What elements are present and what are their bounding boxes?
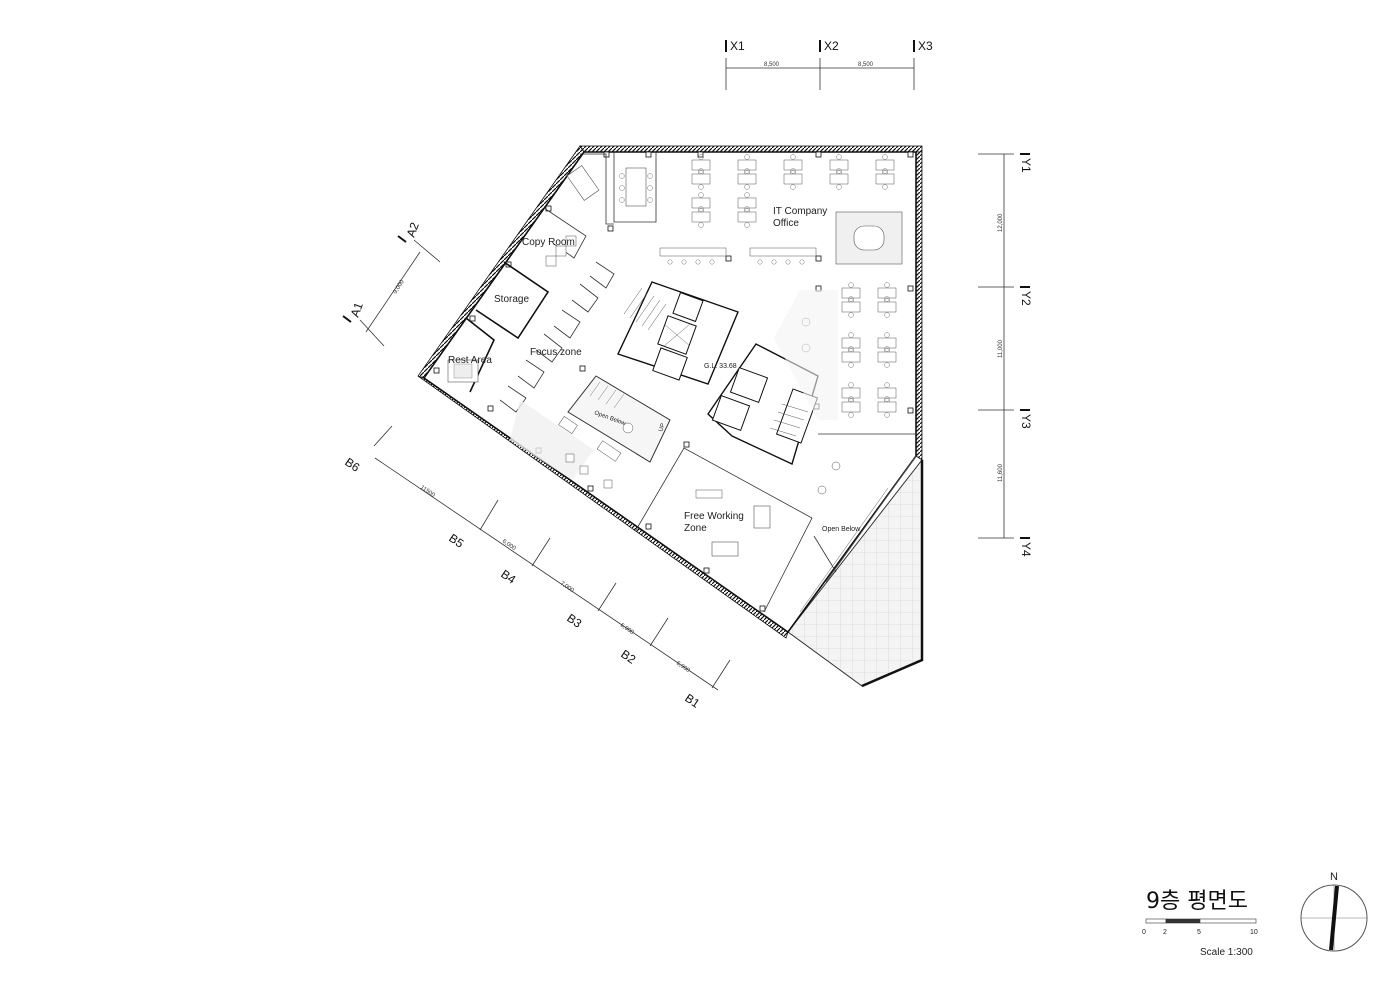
- grid-y1-tag: Y1: [1019, 158, 1033, 173]
- grid-b2-tag: B2: [618, 647, 638, 667]
- grid-b-dim-5: 6,900: [675, 661, 691, 675]
- grid-x: X1 X2 X3 8,500 8,500: [725, 39, 933, 90]
- north-label: N: [1330, 871, 1338, 883]
- core-stairs-elevators: G.L. 33.68: [617, 281, 819, 465]
- grid-x-dim-1: 8,500: [764, 62, 780, 68]
- grid-b-dim-3: 7,000: [559, 581, 575, 595]
- free-working-label-line1: Free Working: [684, 511, 744, 522]
- grid-x3-tag: X3: [918, 39, 933, 53]
- drawing-title: 9층 평면도: [1146, 889, 1248, 914]
- grid-x-dim-2: 8,500: [858, 62, 874, 68]
- grid-b1-tag: B1: [682, 691, 702, 711]
- scale-tick-2: 2: [1163, 929, 1167, 936]
- grid-b3-tag: B3: [564, 611, 584, 631]
- grid-x1-tag: X1: [730, 39, 745, 53]
- scale-tick-10: 10: [1250, 929, 1258, 936]
- room-labels: Copy Room Storage Rest Area Focus zone I…: [448, 206, 861, 534]
- it-office-label-line2: Office: [773, 218, 799, 229]
- grid-y3-tag: Y3: [1019, 414, 1033, 429]
- focus-zone-label: Focus zone: [530, 347, 582, 358]
- grid-a1-tag: A1: [348, 300, 366, 319]
- title-block: 9층 평면도 0 2 5 10 Scale 1:300: [1142, 889, 1258, 958]
- copy-room-label: Copy Room: [522, 237, 575, 248]
- grid-b-dim-1: 11500: [419, 485, 436, 499]
- grid-b6-tag: B6: [342, 455, 362, 475]
- scale-tick-5: 5: [1197, 929, 1201, 936]
- grid-y4-tag: Y4: [1019, 542, 1033, 557]
- grid-b5-tag: B5: [446, 531, 466, 551]
- grid-x2-tag: X2: [824, 39, 839, 53]
- grid-a-dim-1: 9,000: [393, 279, 406, 295]
- grid-b-dim-2: 6,000: [501, 539, 517, 553]
- grid-y-dim-3: 11,600: [998, 463, 1004, 482]
- gl-elevation-label: G.L. 33.68: [704, 363, 737, 370]
- grid-b-dim-4: 6,000: [619, 623, 635, 637]
- rest-area-label: Rest Area: [448, 355, 492, 366]
- up-label: UP: [658, 423, 666, 433]
- open-below-label-2: Open Below: [822, 526, 861, 533]
- scale-label: Scale 1:300: [1200, 947, 1253, 958]
- grid-y-dim-1: 12,000: [998, 213, 1004, 232]
- grid-y-dim-2: 11,000: [998, 339, 1004, 358]
- grid-a2-tag: A2: [404, 220, 422, 239]
- grid-y2-tag: Y2: [1019, 291, 1033, 306]
- free-working-label-line2: Zone: [684, 523, 707, 534]
- grid-b: B6 B5 B4 B3 B2 B1 11500 6,000 7,000 6,00…: [342, 425, 731, 711]
- grid-b4-tag: B4: [498, 567, 518, 587]
- open-below-void: Open Below UP: [510, 375, 671, 489]
- grid-y: Y1 Y2 Y3 Y4 12,000 11,000 11,600: [978, 153, 1033, 557]
- building-shell: [417, 145, 924, 688]
- it-office-label-line1: IT Company: [773, 206, 827, 217]
- storage-label: Storage: [494, 294, 529, 305]
- it-office-workstations: [659, 154, 916, 495]
- free-working-zone-area: [635, 447, 837, 613]
- north-arrow-icon: N: [1300, 871, 1368, 952]
- grid-a: A1 A2 9,000: [342, 220, 441, 347]
- left-wing-rooms: [447, 152, 657, 413]
- scale-tick-0: 0: [1142, 929, 1146, 936]
